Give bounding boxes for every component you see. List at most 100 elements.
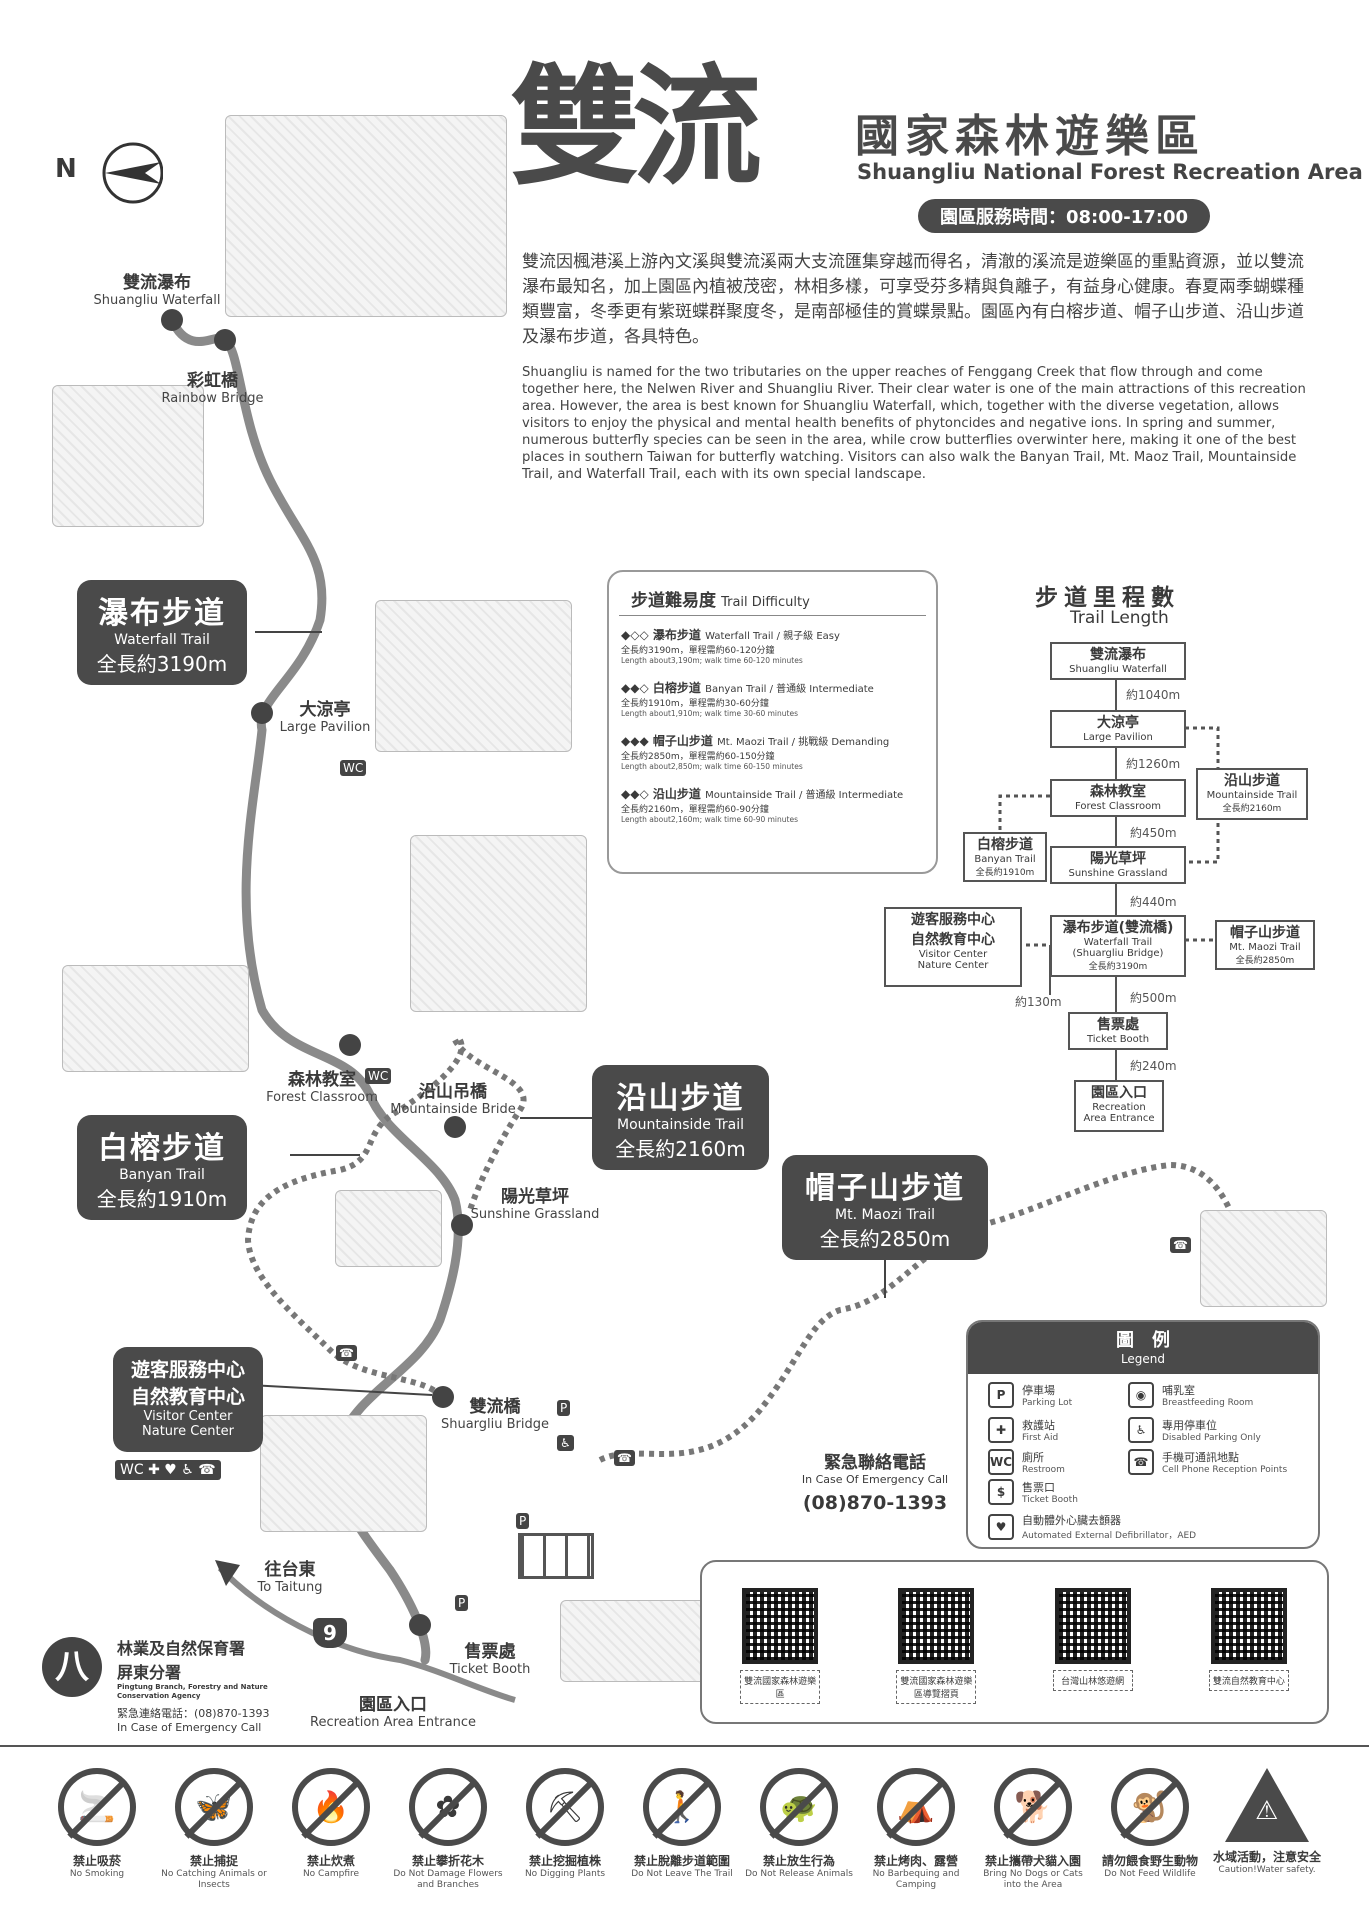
warning-icon: ⚠: [1225, 1768, 1309, 1842]
trail-box-mountainside: 沿山步道 Mountainside Trail 全長約2160m: [592, 1065, 769, 1170]
qr-label: 雙流國家森林遊樂區導覽摺頁: [896, 1670, 977, 1704]
legend-icon: ☎: [1128, 1449, 1154, 1475]
mountainside-trail-path: [452, 1038, 527, 1211]
phone-icon: ☎: [1170, 1237, 1191, 1253]
maozi-trail-path: [598, 1161, 1243, 1463]
station-ticket: [409, 1614, 431, 1636]
qr-code-panel: 雙流國家森林遊樂區雙流國家森林遊樂區導覽摺頁 台灣山林悠遊網 雙流自然教育中心: [700, 1560, 1329, 1724]
difficulty-item: ◆◆◇ 白榕步道 Banyan Trail / 普通級 Intermediate…: [621, 681, 874, 718]
legend-icon: ◉: [1128, 1382, 1154, 1408]
phone-icon: ☎: [614, 1450, 635, 1466]
agency-logo: 八: [42, 1637, 102, 1697]
prohibition-icon: ⛺: [877, 1768, 955, 1846]
label-pavilion: 大涼亭 Large Pavilion: [279, 700, 371, 735]
difficulty-item: ◆◆◆ 帽子山步道 Mt. Maozi Trail / 挑戰級 Demandin…: [621, 734, 890, 771]
qr-item[interactable]: 雙流國家森林遊樂區: [740, 1588, 821, 1704]
ticket-booth-illustration: [560, 1600, 707, 1682]
legend-icon: ♿: [1128, 1417, 1154, 1443]
parking-icon: P: [455, 1595, 469, 1611]
agency-name-en: Pingtung Branch, Forestry and Nature Con…: [117, 1683, 268, 1700]
trail-length-title-zh: 步道里程數: [1035, 585, 1180, 611]
road-path: [217, 1565, 516, 1703]
agency-name-zh2: 屏東分署: [117, 1663, 182, 1682]
rainbow-bridge-illustration: [52, 385, 204, 527]
qr-code[interactable]: [1054, 1588, 1131, 1664]
trail-length-connectors: [998, 678, 1220, 1080]
difficulty-item: ◆◆◇ 沿山步道 Mountainside Trail / 普通級 Interm…: [621, 787, 904, 824]
intro-text-zh: 雙流因楓港溪上游內文溪與雙流溪兩大支流匯集穿越而得名，清澈的溪流是遊樂區的重點資…: [522, 252, 1304, 347]
legend-icon: $: [988, 1479, 1014, 1505]
footer-divider: [0, 1745, 1369, 1747]
legend-icon: P: [988, 1382, 1014, 1408]
tl-dist-3: 約450m: [1130, 826, 1177, 840]
pavilion-illustration: [375, 600, 572, 752]
label-ticket: 售票處 Ticket Booth: [449, 1642, 531, 1677]
trail-box-maozi: 帽子山步道 Mt. Maozi Trail 全長約2850m: [782, 1155, 988, 1260]
agency-name-zh1: 林業及自然保育署: [117, 1639, 246, 1658]
station-classroom: [339, 1034, 361, 1056]
grassland-illustration: [335, 1190, 442, 1267]
prohibition-icon: 🚶: [643, 1768, 721, 1846]
service-hours-badge: 園區服務時間：08:00-17:00: [918, 199, 1211, 233]
qr-code[interactable]: [898, 1588, 975, 1664]
qr-label: 雙流自然教育中心: [1208, 1670, 1289, 1691]
qr-item[interactable]: 台灣山林悠遊網: [1052, 1588, 1133, 1704]
page-title-en: Shuangliu National Forest Recreation Are…: [857, 160, 1363, 184]
parking-lot-block: [518, 1533, 594, 1579]
tl-node-grassland: 陽光草坪 Sunshine Grassland: [1050, 846, 1186, 884]
legend-icon: ♥: [988, 1513, 1014, 1540]
trail-length-title-en: Trail Length: [1070, 608, 1169, 628]
prohibition-icon: 🚬: [58, 1768, 136, 1846]
station-grassland: [451, 1214, 473, 1236]
tl-node-maozi: 帽子山步道 Mt. Maozi Trail 全長約2850m: [1215, 920, 1315, 970]
label-grassland: 陽光草坪 Sunshine Grassland: [470, 1187, 600, 1222]
restroom-icon: WC: [340, 760, 367, 776]
agency-info: 林業及自然保育署 屏東分署 Pingtung Branch, Forestry …: [117, 1635, 317, 1734]
restroom-icon: WC: [365, 1068, 392, 1084]
label-taitung: 往台東 To Taitung: [257, 1560, 323, 1595]
prohibition-icon: 🦋: [175, 1768, 253, 1846]
parking-icon: P: [557, 1400, 571, 1416]
phone-icon: ☎: [336, 1345, 357, 1361]
difficulty-title-zh: 步道難易度: [631, 591, 716, 611]
tl-node-ticket: 售票處 Ticket Booth: [1068, 1012, 1168, 1050]
prohibition-icon: 🐒: [1111, 1768, 1189, 1846]
prohibition-icon: ✿: [409, 1768, 487, 1846]
label-sbridge: 雙流橋 Shuargliu Bridge: [440, 1397, 550, 1432]
label-mbridge: 沿山吊橋 Mountainside Bride: [390, 1082, 516, 1117]
label-entrance: 園區入口 Recreation Area Entrance: [310, 1695, 476, 1730]
prohibition-icon: 🔥: [292, 1768, 370, 1846]
compass-icon: [102, 142, 163, 204]
tl-node-pavilion: 大涼亭 Large Pavilion: [1050, 710, 1186, 748]
qr-label: 台灣山林悠遊網: [1052, 1670, 1133, 1691]
legend-icon: ✚: [988, 1417, 1014, 1443]
tl-dist-7: 約240m: [1130, 1059, 1177, 1073]
qr-item[interactable]: 雙流國家森林遊樂區導覽摺頁: [896, 1588, 977, 1704]
hut-illustration: [1200, 1210, 1327, 1307]
tl-dist-4: 約440m: [1130, 895, 1177, 909]
label-classroom: 森林教室 Forest Classroom: [266, 1070, 378, 1105]
accessible-icon: ♿: [557, 1435, 574, 1451]
qr-item[interactable]: 雙流自然教育中心: [1208, 1588, 1289, 1704]
tl-dist-5: 約500m: [1130, 991, 1177, 1005]
station-waterfall: [161, 309, 183, 331]
trail-difficulty-card: 步道難易度 Trail Difficulty ◆◇◇ 瀑布步道 Waterfal…: [607, 570, 938, 874]
tl-node-bridge: 瀑布步道(雙流橋) Waterfall Trail (Shuargliu Bri…: [1050, 915, 1186, 977]
intro-text-en: Shuangliu is named for the two tributari…: [522, 365, 1306, 482]
label-rainbow: 彩虹橋 Rainbow Bridge: [161, 371, 264, 406]
forest-illustration: [62, 965, 249, 1072]
emergency-title-zh: 緊急聯絡電話: [824, 1453, 926, 1473]
qr-code[interactable]: [1210, 1588, 1287, 1664]
emergency-title-en: In Case Of Emergency Call: [801, 1473, 949, 1486]
qr-code[interactable]: [742, 1588, 819, 1664]
